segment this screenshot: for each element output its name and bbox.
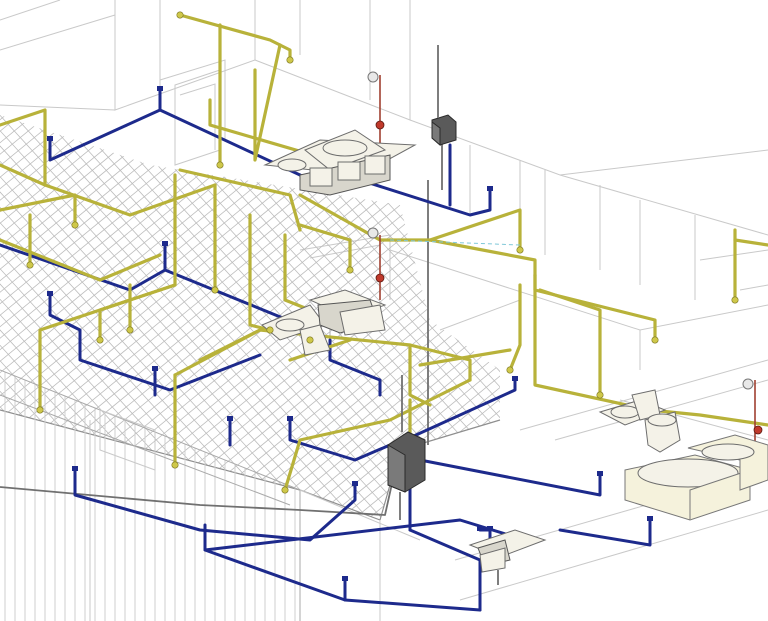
waste-piping — [0, 88, 652, 612]
valve-icon — [367, 71, 763, 435]
right-toilet — [598, 389, 681, 453]
right-tub — [624, 434, 768, 521]
electrical-panel-main — [387, 375, 426, 520]
pipe-cap-icon — [26, 11, 739, 581]
middle-sink — [261, 289, 387, 356]
upper-sink — [263, 129, 417, 196]
facade-frame — [0, 369, 421, 621]
facade-mullions — [4, 372, 296, 621]
lower-sink — [468, 529, 547, 585]
valve-risers — [379, 75, 756, 450]
electrical-panel-top — [431, 45, 457, 147]
